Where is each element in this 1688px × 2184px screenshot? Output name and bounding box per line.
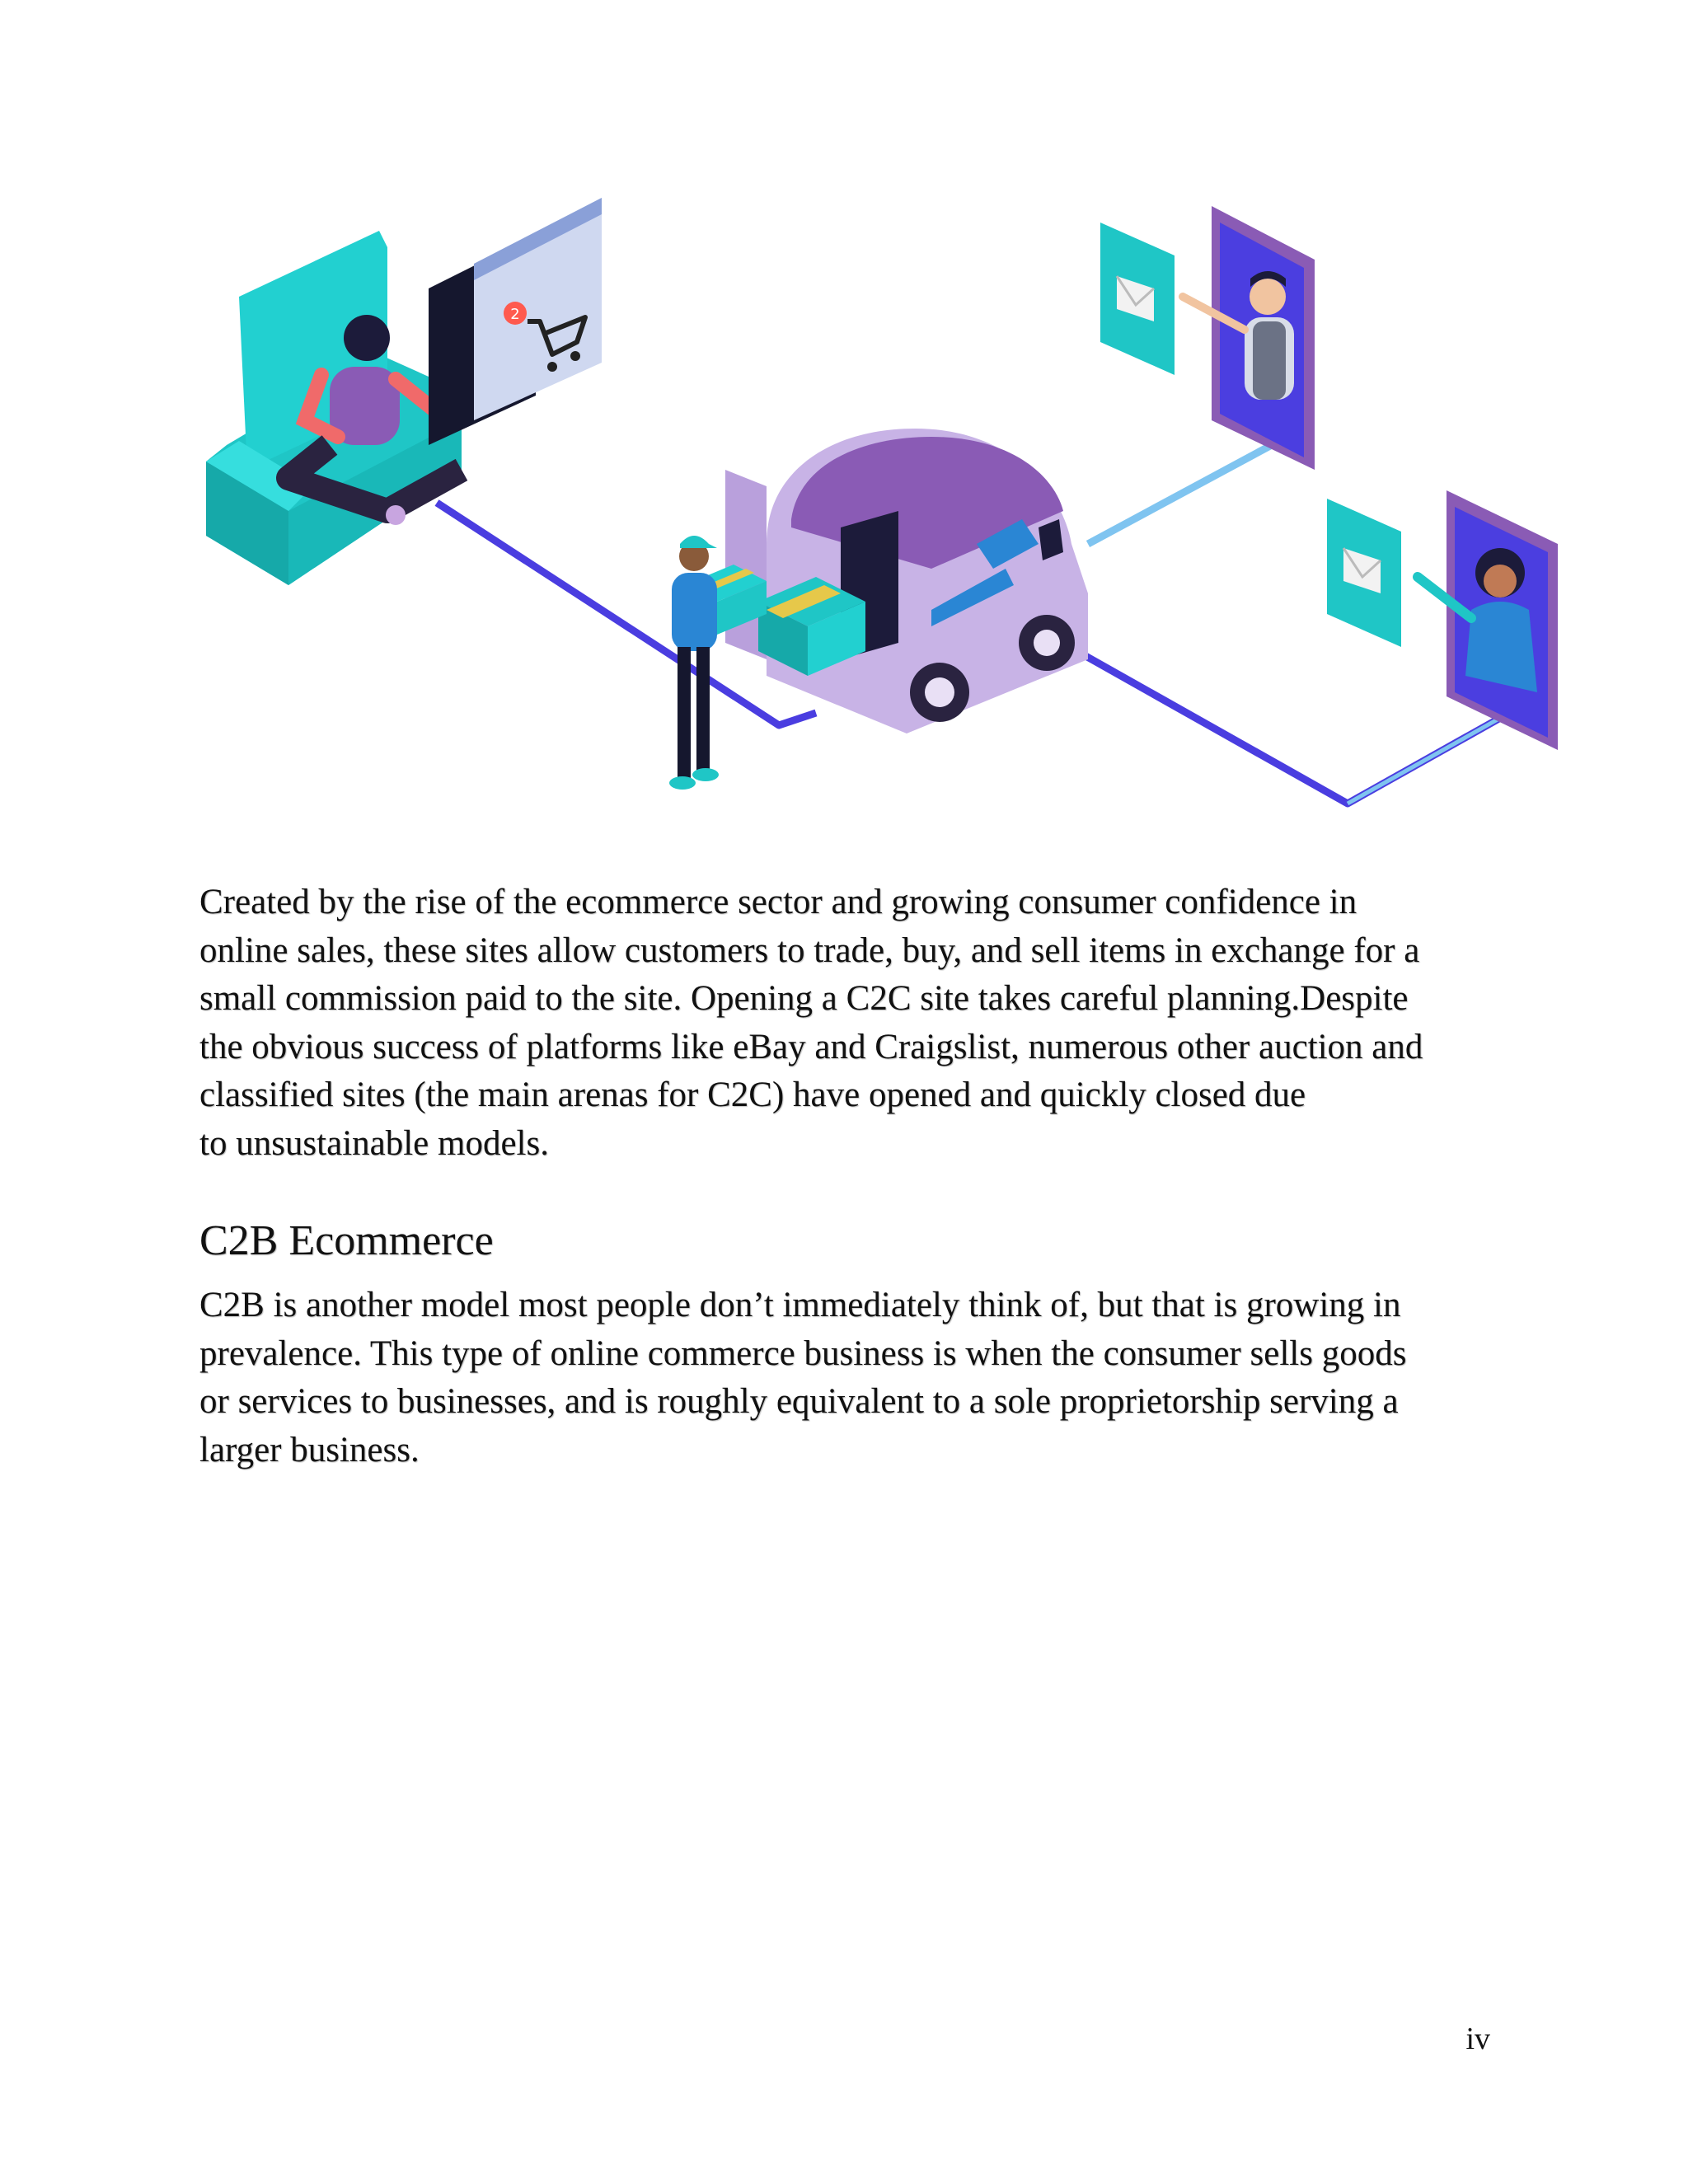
shopping-cart-screen-icon: 2 [429,198,602,445]
paragraph-line: online sales, these sites allow customer… [199,930,1420,970]
paragraph-line: classified sites (the main arenas for C2… [199,1076,1306,1114]
cart-badge-count: 2 [510,306,519,323]
paragraph-line: to unsustainable models. [199,1123,549,1163]
paragraph-line: the obvious success of platforms like eB… [199,1027,1423,1066]
paragraph-line: prevalence. This type of online commerce… [199,1333,1407,1373]
email-screen-icon-bottom [1327,499,1401,647]
connection-line-sofa-to-van [434,499,818,729]
email-screen-icon-top [1100,223,1175,375]
phone-with-man-icon [1179,206,1315,470]
page-number: iv [1465,2022,1490,2056]
paragraph-c2c: Created by the rise of the ecommerce sec… [199,879,1518,1168]
connection-line-woman-light [1346,706,1518,806]
delivery-van-icon [725,429,1088,733]
c2c-ecommerce-illustration: 2 [206,198,1558,808]
paragraph-line: C2B is another model most people don’t i… [199,1286,1401,1324]
connection-line-van-to-man [1085,425,1305,547]
paragraph-line: larger business. [199,1430,420,1469]
paragraph-line: small commission paid to the site. Openi… [199,979,1409,1018]
paragraph-line: Created by the rise of the ecommerce sec… [199,883,1357,921]
paragraph-c2b: C2B is another model most people don’t i… [199,1282,1518,1474]
section-heading: C2B Ecommerce [199,1217,494,1264]
phone-with-woman-icon [1413,490,1558,750]
paragraph-line: or services to businesses, and is roughl… [199,1382,1399,1421]
delivery-person-icon [669,536,719,790]
